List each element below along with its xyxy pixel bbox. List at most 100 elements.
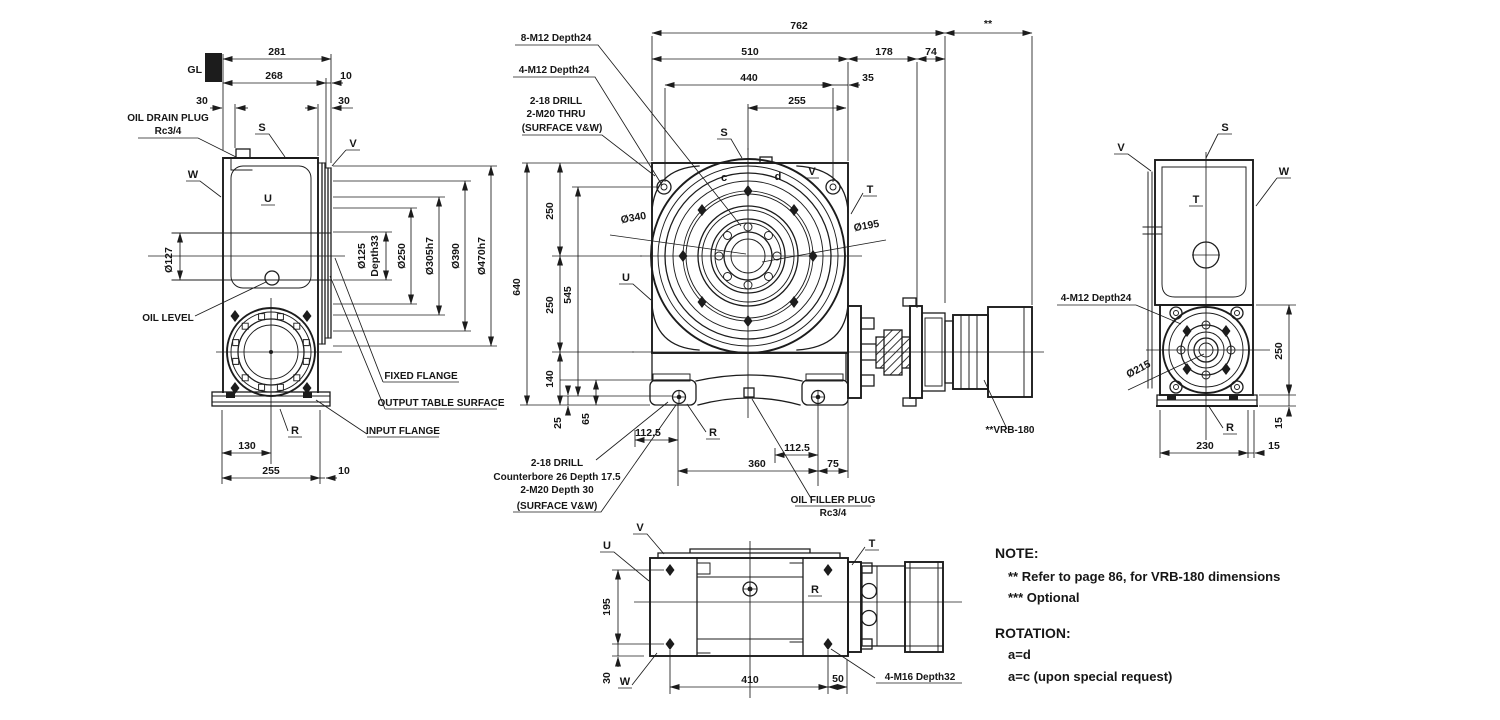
bore-lines: [171, 232, 332, 281]
dim-30-right: 30: [338, 95, 350, 107]
dim-25: 25: [552, 417, 564, 429]
surface-t-label: T: [869, 538, 876, 550]
callout-8m12: 8-M12 Depth24: [521, 33, 592, 44]
dim-50: 50: [832, 673, 844, 685]
housing-inner-wall: [1161, 166, 1247, 298]
surface-s-label: S: [1221, 122, 1228, 134]
dim-10-bottom: 10: [338, 465, 350, 477]
notes-block: NOTE: ** Refer to page 86, for VRB-180 d…: [995, 545, 1280, 684]
drill-callout-line1: 2-18 DRILL: [530, 96, 582, 107]
rotation-standard: a=d: [1008, 647, 1031, 662]
cbore-line3: 2-M20 Depth 30: [520, 485, 594, 496]
dim-30: 30: [601, 672, 613, 684]
drill-callout-line2: 2-M20 THRU: [527, 109, 586, 120]
housing-inner-wall: [230, 165, 312, 289]
dim-255: 255: [262, 465, 280, 477]
dim-75: 75: [827, 458, 839, 470]
dia-470h7: Ø470h7: [476, 237, 488, 275]
dim-250: 250: [1273, 342, 1285, 360]
dim-130: 130: [238, 440, 256, 452]
surface-s-label: S: [720, 127, 727, 139]
dim-268: 268: [265, 70, 283, 82]
note-ref-vrb: ** Refer to page 86, for VRB-180 dimensi…: [1008, 569, 1280, 584]
dim-762: 762: [790, 20, 808, 32]
dim-195: 195: [601, 598, 613, 616]
dim-65: 65: [580, 413, 592, 425]
oil-filler-spec: Rc3/4: [820, 508, 847, 519]
oil-drain-plug-spec: Rc3/4: [155, 126, 182, 137]
dim-250-bottom: 250: [544, 296, 556, 314]
dia-250: Ø250: [396, 243, 408, 269]
dim-510: 510: [741, 46, 759, 58]
surface-s-label: S: [258, 122, 265, 134]
rotation-c-label: c: [721, 172, 727, 184]
output-table-surface-label: OUTPUT TABLE SURFACE: [377, 398, 504, 409]
flange-stack: [1142, 171, 1163, 389]
callout-4m12: 4-M12 Depth24: [1061, 293, 1132, 304]
dim-410: 410: [741, 674, 759, 686]
dia-125: Ø125: [356, 243, 368, 269]
cbore-line1: 2-18 DRILL: [531, 458, 583, 469]
surface-v-label: V: [636, 522, 644, 534]
callout-4m16: 4-M16 Depth32: [885, 672, 956, 683]
note-optional: *** Optional: [1008, 590, 1080, 605]
gl-gauge-block: [205, 53, 222, 82]
surface-v-label: V: [1117, 142, 1125, 154]
dia-125-depth: Depth33: [369, 235, 381, 277]
input-shaft-assembly: [632, 297, 1044, 407]
dia-195: Ø195: [853, 218, 881, 234]
fixed-flange-label: FIXED FLANGE: [384, 371, 458, 382]
left-side-view: GL 281 268 10 30 30 OIL DRAIN PLUG Rc3/4…: [127, 46, 505, 484]
dim-178: 178: [875, 46, 893, 58]
housing-outline: [222, 157, 319, 393]
bottom-view: V U T R W 195 30 410 50 4-M16 Depth32: [600, 522, 962, 698]
dim-112-5-left: 112.5: [635, 427, 661, 439]
dim-545: 545: [562, 286, 574, 304]
dim-74: 74: [925, 46, 937, 58]
dim-255: 255: [788, 95, 806, 107]
dim-35: 35: [862, 72, 874, 84]
surface-r-label: R: [291, 425, 299, 437]
oil-filler-label: OIL FILLER PLUG: [791, 495, 876, 506]
centerlines: [1146, 152, 1270, 440]
dim-10-top: 10: [340, 70, 352, 82]
cbore-line4: (SURFACE V&W): [517, 501, 598, 512]
rotation-d-label: d: [775, 171, 782, 183]
dim-30-left: 30: [196, 95, 208, 107]
dim-250-top: 250: [544, 202, 556, 220]
dim-112-5-right: 112.5: [784, 442, 810, 454]
oil-level-hole: [264, 270, 280, 286]
dia-340: Ø340: [620, 210, 648, 226]
drill-callout-line3: (SURFACE V&W): [522, 123, 603, 134]
oil-drain-plug-shape: [235, 148, 251, 159]
centerlines: [640, 148, 862, 418]
vrb-180-label: **VRB-180: [986, 425, 1035, 436]
surface-r-label: R: [709, 427, 717, 439]
callout-4m12: 4-M12 Depth24: [519, 65, 590, 76]
surface-u-label: U: [264, 193, 272, 205]
dim-281: 281: [268, 46, 286, 58]
oil-level-label: OIL LEVEL: [142, 313, 194, 324]
dim-15-bottom: 15: [1268, 440, 1280, 452]
right-side-view: V S W T R 4-M12 Depth24 Ø215 250 15 230 …: [1057, 122, 1296, 458]
dim-15-side: 15: [1273, 417, 1285, 429]
front-view: 8-M12 Depth24 4-M12 Depth24 2-18 DRILL 2…: [493, 18, 1044, 519]
surface-w-label: W: [188, 169, 199, 181]
surface-r-label: R: [1226, 422, 1234, 434]
dim-asterisks: **: [984, 18, 993, 30]
surface-w-label: W: [1279, 166, 1290, 178]
surface-v-label: V: [808, 166, 816, 178]
surface-w-label: W: [620, 676, 631, 688]
surface-t-label: T: [1193, 194, 1200, 206]
rotation-title: ROTATION:: [995, 625, 1071, 641]
dia-390: Ø390: [450, 243, 462, 269]
dim-140: 140: [544, 370, 556, 388]
dia-305h7: Ø305h7: [424, 237, 436, 275]
dim-440: 440: [740, 72, 758, 84]
base: [1156, 394, 1258, 407]
surface-u-label: U: [603, 540, 611, 552]
surface-u-label: U: [622, 272, 630, 284]
dim-360: 360: [748, 458, 766, 470]
